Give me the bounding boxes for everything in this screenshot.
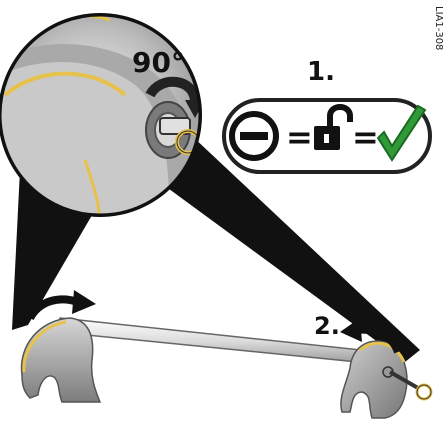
- figure-code-label: LIA1-308: [433, 6, 444, 50]
- rotation-angle-label: 90°: [132, 46, 185, 79]
- left-foot: [22, 318, 100, 402]
- lock-sequence-panel: = =: [224, 100, 430, 172]
- equals-sign-2: =: [352, 118, 379, 156]
- step-1-label: 1.: [307, 57, 335, 87]
- step-2-label: 2.: [314, 312, 340, 340]
- minus-circle-icon: [232, 114, 276, 158]
- equals-sign-1: =: [286, 118, 313, 156]
